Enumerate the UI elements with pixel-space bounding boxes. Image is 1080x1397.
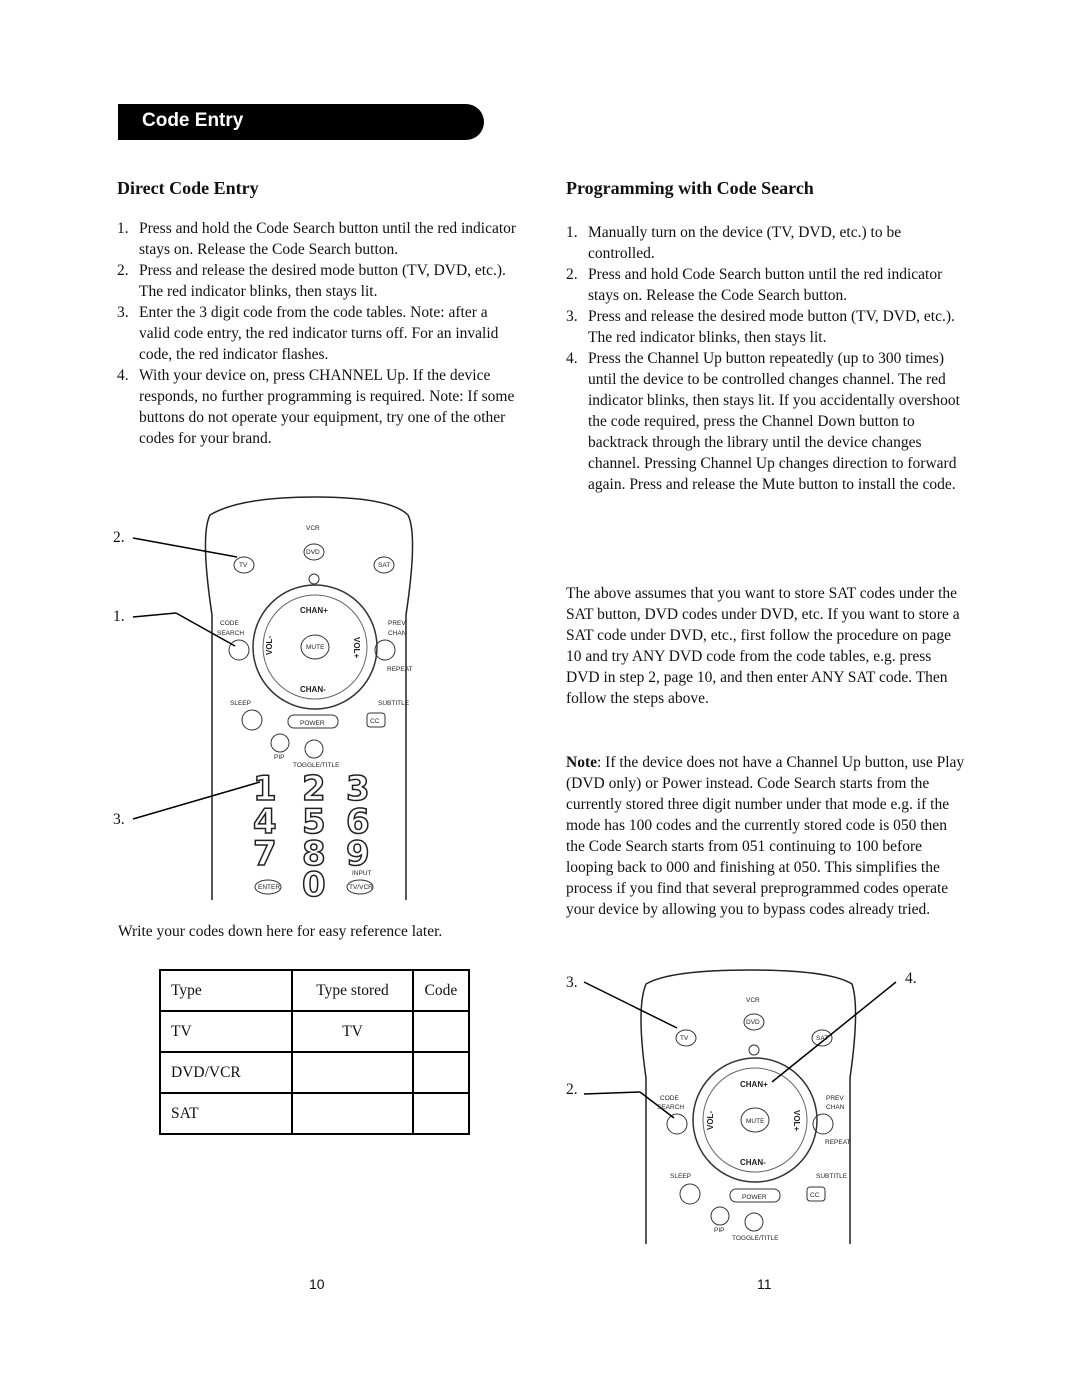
sat-button: SAT [378,562,390,569]
callout-label: 1. [113,608,125,625]
mute-button: MUTE [306,644,325,651]
dvd-button: DVD [306,549,320,556]
search-label: SEARCH [217,630,244,637]
note-text: : If the device does not have a Channel … [566,754,965,918]
note-paragraph: Note: If the device does not have a Chan… [566,752,966,920]
list-item: 1.Press and hold the Code Search button … [117,220,517,258]
subtitle-label: SUBTITLE [378,700,410,707]
svg-text:VOL-: VOL- [706,1111,715,1130]
remote-illustration-left: VCR DVD TV SAT MUTE CHAN+ CHAN- VOL- VOL… [132,496,414,905]
table-header-cell: Type stored [291,969,414,1012]
table-cell: DVD/VCR [158,1051,294,1094]
list-item: 4.Press the Channel Up button repeatedly… [566,350,960,493]
banner-title: Code Entry [142,110,244,131]
table-cell [291,1092,414,1135]
digit-4-button: 4 [253,802,277,842]
svg-text:TV: TV [680,1035,689,1042]
chan-down-button: CHAN- [300,685,326,694]
tv-button: TV [239,562,248,569]
svg-text:SAT: SAT [816,1035,828,1042]
digit-2-button: 2 [302,769,326,809]
table-row: Type Type stored Code [158,969,471,1012]
digit-8-button: 8 [302,834,326,874]
chan-up-button: CHAN+ [300,606,328,615]
table-header-cell: Type [158,969,294,1012]
svg-text:SEARCH: SEARCH [657,1104,684,1111]
vcr-label: VCR [306,525,320,532]
direct-code-entry-heading: Direct Code Entry [117,178,259,198]
svg-text:CHAN-: CHAN- [740,1158,766,1167]
table-row: DVD/VCR [158,1051,471,1094]
list-item: 3.Press and release the desired mode but… [566,308,955,346]
sat-codes-paragraph: The above assumes that you want to store… [566,585,960,707]
section-banner: Code Entry [118,104,484,140]
table-cell [411,1092,471,1135]
table-row: SAT [158,1092,471,1135]
table-cell: SAT [158,1092,294,1135]
power-button: POWER [300,720,325,727]
svg-text:CHAN: CHAN [826,1104,845,1111]
svg-text:CODE: CODE [660,1095,679,1102]
table-cell: TV [291,1010,414,1053]
callout-label: 2. [566,1081,578,1098]
enter-button: ENTER [258,884,280,891]
table-cell [291,1051,414,1094]
codes-table: Type Type stored Code TV TV DVD/VCR SAT [158,969,471,1135]
svg-text:VCR: VCR [746,997,760,1004]
svg-text:PIP: PIP [714,1227,724,1234]
digit-5-button: 5 [302,802,326,842]
callout-label: 4. [905,970,917,987]
digit-1-button: 1 [253,769,277,809]
svg-text:MUTE: MUTE [746,1118,765,1125]
code-search-heading: Programming with Code Search [566,178,814,198]
digit-6-button: 6 [346,802,370,842]
direct-code-entry-steps: 1.Press and hold the Code Search button … [117,218,517,449]
code-label: CODE [220,620,239,627]
svg-text:TOGGLE/TITLE: TOGGLE/TITLE [732,1235,779,1242]
table-cell [411,1010,471,1053]
svg-text:CC: CC [810,1192,820,1199]
page-number: 10 [309,1276,325,1292]
tv-vcr-button: TV/VCR [349,884,373,891]
callout-label: 2. [113,529,125,546]
chan-label: CHAN [388,630,407,637]
callout-label: 3. [566,974,578,991]
prev-label: PREV [388,620,406,627]
cc-button: CC [370,718,380,725]
list-item: 1.Manually turn on the device (TV, DVD, … [566,224,902,262]
svg-text:PREV: PREV [826,1095,844,1102]
vol-plus-button: VOL+ [352,637,361,658]
svg-text:REPEAT: REPEAT [825,1139,851,1146]
svg-text:POWER: POWER [742,1194,767,1201]
list-item: 3.Enter the 3 digit code from the code t… [117,304,499,363]
write-codes-instruction: Write your codes down here for easy refe… [118,923,443,940]
callout-label: 3. [113,811,125,828]
list-item: 2.Press and release the desired mode but… [117,262,506,300]
svg-text:VOL+: VOL+ [792,1110,801,1131]
table-cell [411,1051,471,1094]
repeat-label: REPEAT [387,666,413,673]
list-item: 2.Press and hold Code Search button unti… [566,266,943,304]
svg-text:DVD: DVD [746,1019,760,1026]
svg-text:CHAN+: CHAN+ [740,1080,768,1089]
svg-text:SLEEP: SLEEP [670,1173,691,1180]
digit-3-button: 3 [346,769,370,809]
digit-9-button: 9 [346,834,370,874]
input-label: INPUT [352,870,372,877]
svg-text:SUBTITLE: SUBTITLE [816,1173,848,1180]
digit-0-button: 0 [302,865,326,905]
note-label: Note [566,754,597,771]
table-header-cell: Code [411,969,471,1012]
page-number: 11 [757,1276,772,1292]
table-cell: TV [158,1010,294,1053]
list-item: 4.With your device on, press CHANNEL Up.… [117,367,515,447]
digit-7-button: 7 [253,834,277,874]
remote-illustration-right: VCR DVD TV SAT MUTE CHAN+ CHAN- VOL- VOL… [583,969,897,1244]
toggle-title-label: TOGGLE/TITLE [293,762,340,769]
sleep-label: SLEEP [230,700,251,707]
table-row: TV TV [158,1010,471,1053]
vol-minus-button: VOL- [265,636,274,655]
pip-label: PIP [274,754,284,761]
code-search-steps: 1.Manually turn on the device (TV, DVD, … [566,222,966,495]
